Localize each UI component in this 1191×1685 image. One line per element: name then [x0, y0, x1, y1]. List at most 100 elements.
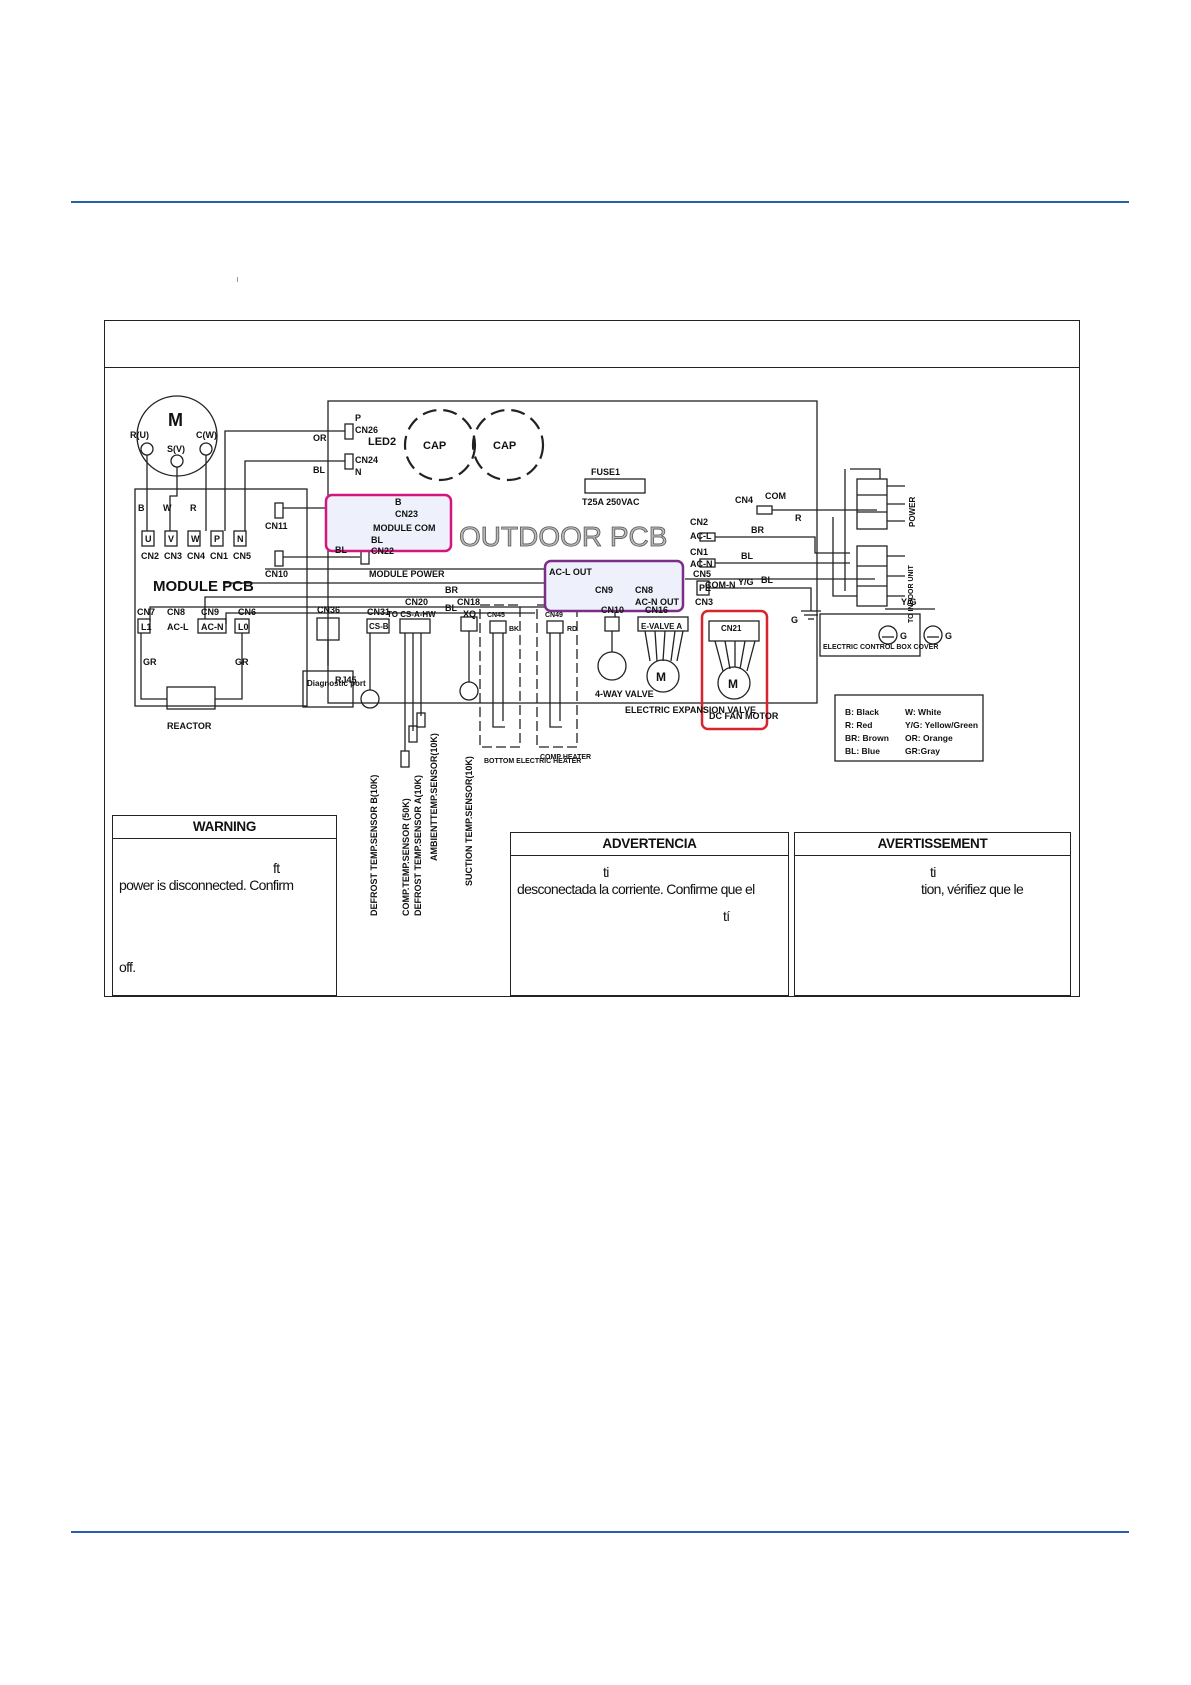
conn-cn20: CN20 [405, 597, 428, 607]
wire-bl-6: BL [445, 603, 457, 613]
sensor-suction: SUCTION TEMP.SENSOR(10K) [464, 756, 474, 886]
sensor-ambient: AMBIENTTEMP.SENSOR(10K) [429, 733, 439, 861]
outdoor-pcb-title: OUTDOOR PCB [459, 521, 667, 552]
eev-label: ELECTRIC EXPANSION VALVE [625, 705, 756, 715]
ground-label-2: G [900, 631, 907, 641]
conn-acn-out: AC-N OUT [635, 597, 679, 607]
fuse-name: FUSE1 [591, 467, 620, 477]
pin-c-label: C(W) [196, 430, 217, 440]
wire-bl-1: BL [371, 535, 383, 545]
legend-gr: GR:Gray [905, 746, 940, 756]
stray-mark [237, 277, 238, 282]
warning-fr-line2: tion, vérifiez que le [921, 881, 1024, 897]
wiring-diagram-frame: M R(U) S(V) C(W) CAP CAP FUSE1 T25A 250V… [104, 320, 1080, 997]
comp-heater-label: COMP HEATER [540, 754, 591, 761]
conn-cn45: CN45 [487, 612, 505, 619]
conn-com: COM [765, 491, 786, 501]
warning-en-line2: power is disconnected. Confirm [119, 877, 294, 893]
wire-bl-2: BL [313, 465, 325, 475]
conn-cn10-module: CN10 [265, 569, 288, 579]
reactor-label: REACTOR [167, 721, 212, 731]
warning-es-line1: ti [603, 864, 609, 880]
warning-es-line3: tí [723, 908, 730, 924]
wire-r: R [190, 503, 197, 513]
wire-w: W [163, 503, 172, 513]
wire-gr-1: GR [143, 657, 157, 667]
module-pin-v: V [168, 534, 174, 544]
rj45-label: RJ45 [335, 675, 357, 685]
legend-r: R: Red [845, 720, 872, 730]
ground-label-1: G [791, 615, 798, 625]
dc-fan-label: DC FAN MOTOR [709, 711, 779, 721]
warning-en-line3: off. [119, 959, 136, 975]
conn-acn: AC-N [690, 559, 713, 569]
conn-cn16: CN16 [645, 605, 668, 615]
wire-yg: Y/G [738, 577, 754, 587]
bottom-rule [71, 1531, 1129, 1533]
legend-b: B: Black [845, 707, 879, 717]
conn-cn31: CN31 [367, 607, 390, 617]
conn-cn4: CN4 [735, 495, 753, 505]
four-way-valve-label: 4-WAY VALVE [595, 689, 654, 699]
legend-w: W: White [905, 707, 941, 717]
conn-cn9: CN9 [595, 585, 613, 595]
conn-evalve: E-VALVE A [641, 622, 682, 631]
compressor-motor-label: M [168, 410, 183, 430]
led2-label: LED2 [368, 436, 396, 448]
conn-cs-b: CS-B [369, 622, 389, 631]
module-pin-label-4: CN1 [210, 551, 228, 561]
module-com-label: MODULE COM [373, 523, 436, 533]
conn-cn10-valve: CN10 [601, 605, 624, 615]
conn-cn49: CN49 [545, 612, 563, 619]
conn-cn23: CN23 [395, 509, 418, 519]
conn-l0: L0 [238, 622, 249, 632]
conn-cn21: CN21 [721, 624, 742, 633]
conn-xq: XQ [463, 609, 476, 619]
cap-label-1: CAP [423, 440, 446, 452]
sensor-defrost-a: DEFROST TEMP.SENSOR A(10K) [413, 775, 423, 916]
wire-r-2: R [795, 513, 802, 523]
conn-cn36: CN36 [317, 605, 340, 615]
warning-title-fr: AVERTISSEMENT [795, 833, 1070, 856]
warning-es-line2: desconectada la corriente. Confirme que … [517, 881, 755, 897]
pin-r-label: R(U) [130, 430, 149, 440]
wire-yg-2: Y/G [901, 597, 917, 607]
module-pin-label-1: CN2 [141, 551, 159, 561]
ground-label-3: G [945, 631, 952, 641]
wire-gr-2: GR [235, 657, 249, 667]
conn-acl-out: AC-L OUT [549, 567, 592, 577]
legend-br: BR: Brown [845, 733, 889, 743]
module-pin-n: N [237, 534, 244, 544]
fuse-rating: T25A 250VAC [582, 497, 640, 507]
conn-cn3: CN3 [695, 597, 713, 607]
module-pin-u: U [145, 534, 152, 544]
legend-or: OR: Orange [905, 733, 953, 743]
wire-b: B [395, 497, 402, 507]
wire-bl-4: BL [741, 551, 753, 561]
warning-en-line1: ft [273, 860, 280, 876]
module-pin-p: P [214, 534, 220, 544]
conn-l1: L1 [141, 622, 152, 632]
module-pcb-title: MODULE PCB [153, 578, 254, 595]
wire-b-2: B [138, 503, 145, 513]
conn-cn8: CN8 [635, 585, 653, 595]
module-pin-label-3: CN4 [187, 551, 205, 561]
top-rule [71, 201, 1129, 203]
conn-cn20-label: TO CS-A-HW [387, 610, 436, 619]
eev-motor-label: M [656, 670, 666, 684]
conn-acl-module: AC-L [167, 622, 189, 632]
wire-rd: RD [567, 626, 577, 633]
bottom-heater-label: BOTTOM ELECTRIC HEATER [484, 758, 581, 765]
conn-acn-module: AC-N [201, 622, 224, 632]
outdoor-pcb-board [327, 400, 818, 704]
diagnostic-port-label: Diagnostic port [307, 679, 366, 688]
wire-bl-5: BL [761, 575, 773, 585]
conn-cn6: CN6 [238, 607, 256, 617]
conn-cn18: CN18 [457, 597, 480, 607]
wire-or: OR [313, 433, 327, 443]
conn-p: P [355, 413, 361, 423]
module-power-label: MODULE POWER [369, 569, 445, 579]
conn-pe: PE [699, 583, 711, 593]
power-label: POWER [908, 497, 917, 527]
conn-cn2: CN2 [690, 517, 708, 527]
